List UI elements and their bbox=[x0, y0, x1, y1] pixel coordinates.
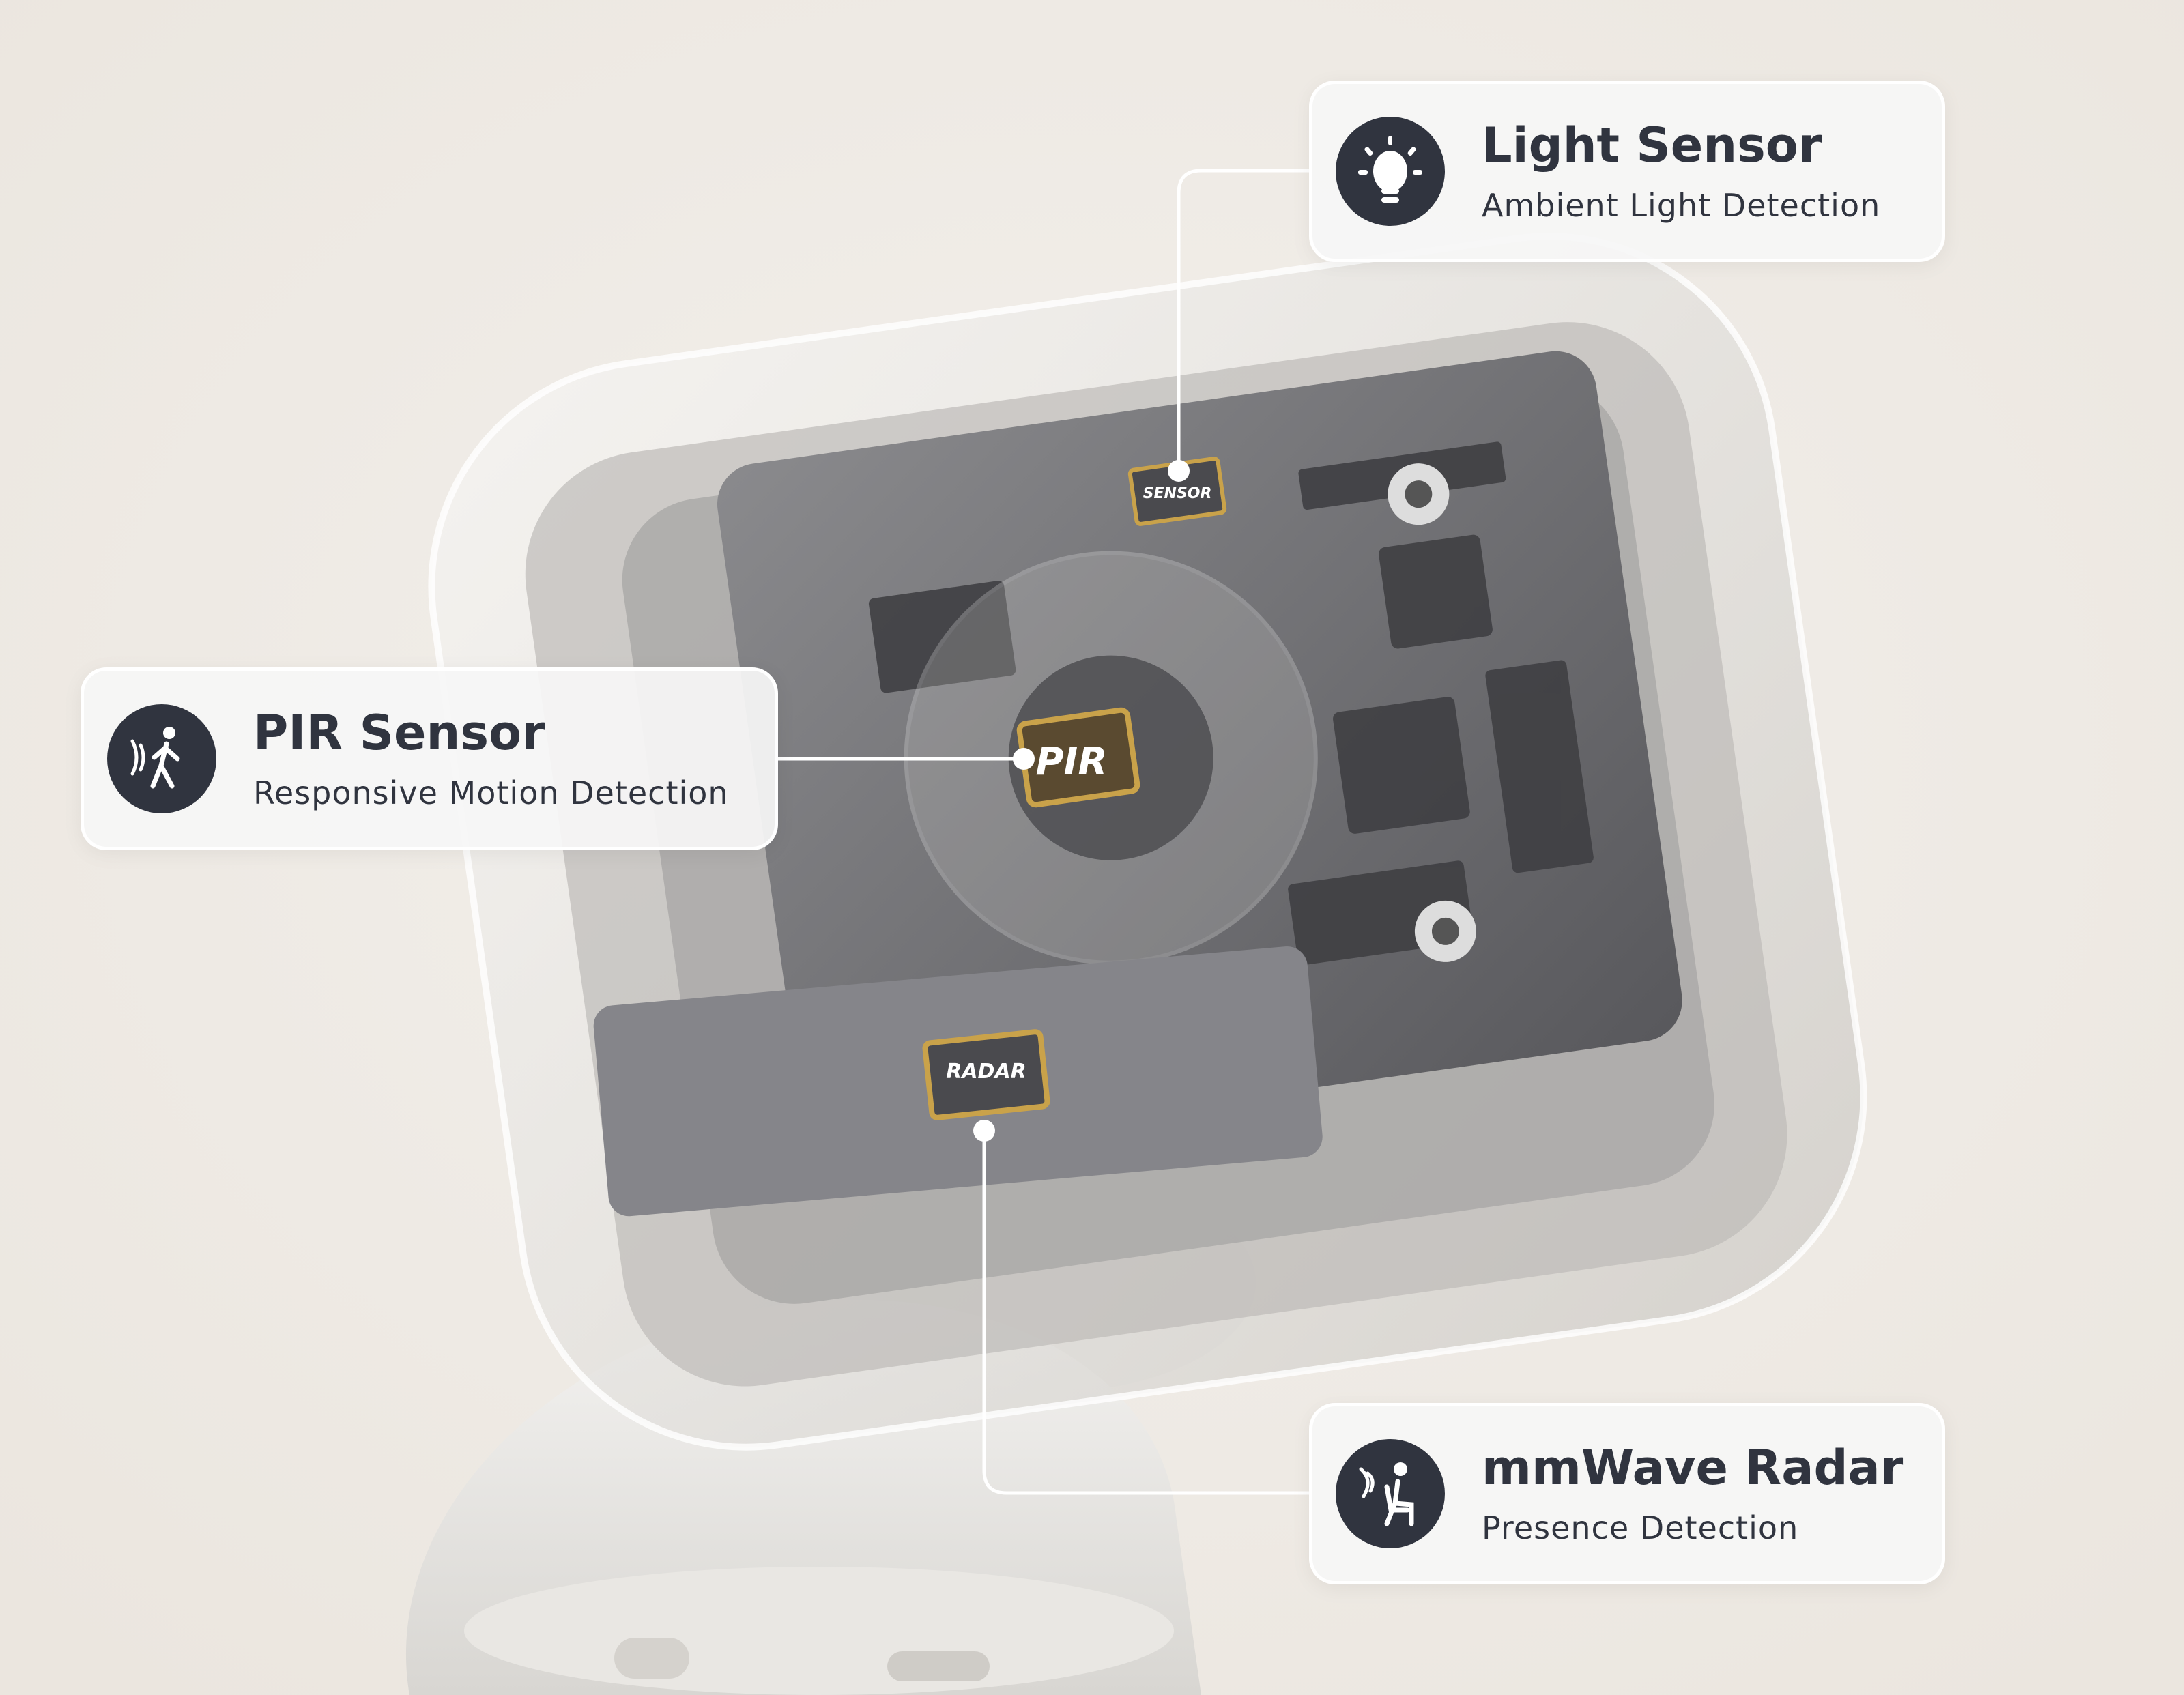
connector-lines bbox=[777, 169, 1309, 1495]
lightbulb-icon bbox=[1336, 117, 1445, 226]
circuit-board bbox=[717, 351, 1682, 1154]
callout-light-sensor: Light Sensor Ambient Light Detection bbox=[1309, 81, 1945, 262]
callout-pir-sensor: PIR Sensor Responsive Motion Detection bbox=[81, 667, 778, 850]
chip-sensor: SENSOR bbox=[1127, 457, 1227, 526]
callout-subtitle: Responsive Motion Detection bbox=[253, 774, 729, 811]
chip-pir: PIR bbox=[1016, 707, 1140, 808]
callout-title: PIR Sensor bbox=[253, 704, 545, 761]
callout-title: Light Sensor bbox=[1482, 117, 1822, 173]
callout-subtitle: Presence Detection bbox=[1482, 1509, 1799, 1546]
chip-radar: RADAR bbox=[922, 1029, 1050, 1120]
chip-label-radar: RADAR bbox=[946, 1060, 1026, 1084]
connector-dots bbox=[973, 460, 1190, 1142]
callout-mmwave-radar: mmWave Radar Presence Detection bbox=[1309, 1403, 1945, 1584]
callout-subtitle: Ambient Light Detection bbox=[1482, 186, 1881, 224]
seated-person-wave-icon bbox=[1336, 1439, 1445, 1548]
chip-label-pir: PIR bbox=[1036, 740, 1108, 784]
walking-person-motion-icon bbox=[107, 704, 216, 813]
chip-label-sensor: SENSOR bbox=[1143, 485, 1212, 502]
callout-title: mmWave Radar bbox=[1482, 1439, 1904, 1496]
